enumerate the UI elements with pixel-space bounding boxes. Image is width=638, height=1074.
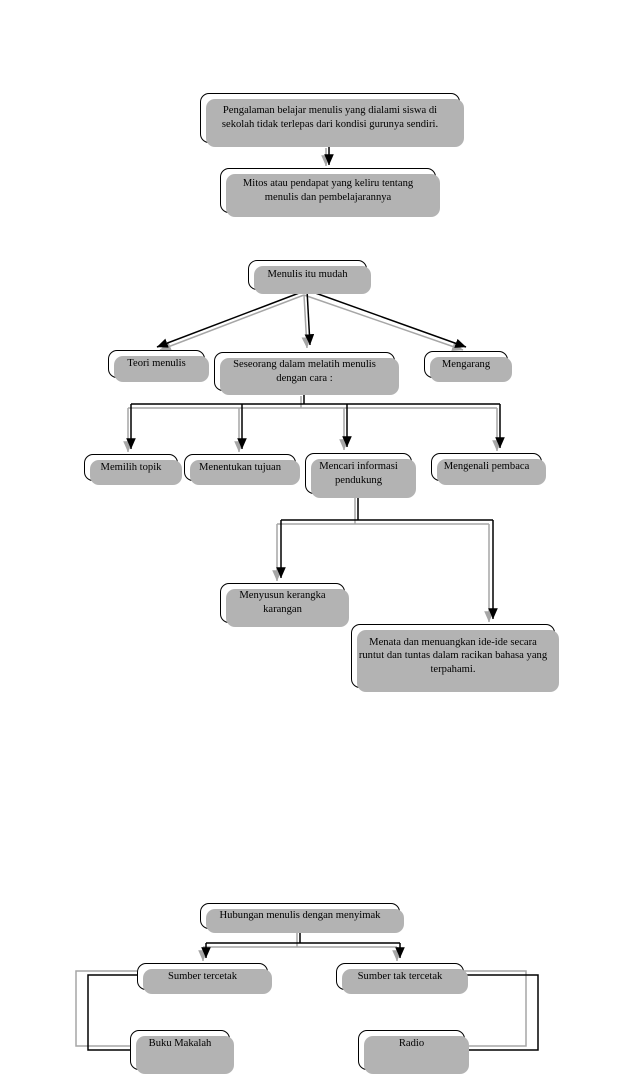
node-label: Seseorang dalam melatih menulis dengan c… — [233, 358, 376, 384]
flowchart-edges — [75, 143, 539, 1051]
node-mengenali-pembaca[interactable]: Mengenali pembaca — [431, 453, 546, 485]
node-menata-dan-menuangkan-ide[interactable]: Menata dan menuangkan ide-ide secara run… — [351, 624, 559, 692]
node-label: Buku Makalah — [148, 1038, 212, 1049]
edge-n5-children — [128, 391, 505, 452]
node-label: Menulis itu mudah — [267, 269, 348, 281]
node-label: Hubungan menulis dengan menyimak — [219, 910, 381, 922]
node-label: Mengarang — [441, 358, 491, 370]
node-label: Mengenali pembaca — [443, 461, 530, 473]
node-label: Sumber tak tercetak — [357, 970, 443, 982]
node-label: Menata dan menuangkan ide-ide secara run… — [358, 636, 548, 675]
node-buku-makalah[interactable]: Buku Makalah — [130, 1030, 234, 1074]
node-sumber-tak-tercetak[interactable]: Sumber tak tercetak — [336, 963, 468, 994]
node-menyusun-kerangka-karangan[interactable]: Menyusun kerangka karangan — [220, 583, 349, 627]
node-menentukan-tujuan[interactable]: Menentukan tujuan — [184, 454, 300, 485]
node-label: Menentukan tujuan — [198, 461, 282, 473]
node-mengarang[interactable]: Mengarang — [424, 351, 512, 382]
node-label: Mitos atau pendapat yang keliru tentang … — [242, 177, 414, 203]
node-mencari-informasi-pendukung[interactable]: Mencari informasi pendukung — [305, 453, 416, 498]
node-label: Menyusun kerangka karangan — [239, 590, 326, 615]
node-label: Teori menulis — [127, 358, 186, 370]
node-label: Radio — [398, 1038, 425, 1049]
flowchart-canvas: Pengalaman belajar menulis yang dialami … — [75, 93, 559, 1074]
node-radio[interactable]: Radio — [358, 1030, 469, 1074]
node-menulis-itu-mudah[interactable]: Menulis itu mudah — [248, 260, 371, 294]
node-seseorang-dalam-melatih-menulis[interactable]: Seseorang dalam melatih menulis dengan c… — [214, 352, 399, 395]
edge-m1-children — [203, 929, 405, 961]
node-hubungan-menulis-dengan-menyimak[interactable]: Hubungan menulis dengan menyimak — [200, 903, 404, 933]
node-sumber-tercetak[interactable]: Sumber tercetak — [137, 963, 272, 994]
node-label: Pengalaman belajar menulis yang dialami … — [221, 105, 439, 130]
node-label: Memilih topik — [100, 461, 162, 473]
edge-n3-children — [156, 289, 467, 352]
node-label: Sumber tercetak — [167, 970, 238, 982]
node-label: Mencari informasi pendukung — [319, 460, 398, 486]
node-teori-menulis[interactable]: Teori menulis — [108, 350, 209, 382]
node-memilih-topik[interactable]: Memilih topik — [84, 454, 182, 485]
node-pengalaman-belajar-menulis[interactable]: Pengalaman belajar menulis yang dialami … — [200, 93, 464, 147]
node-mitos-atau-pendapat[interactable]: Mitos atau pendapat yang keliru tentang … — [220, 168, 440, 217]
